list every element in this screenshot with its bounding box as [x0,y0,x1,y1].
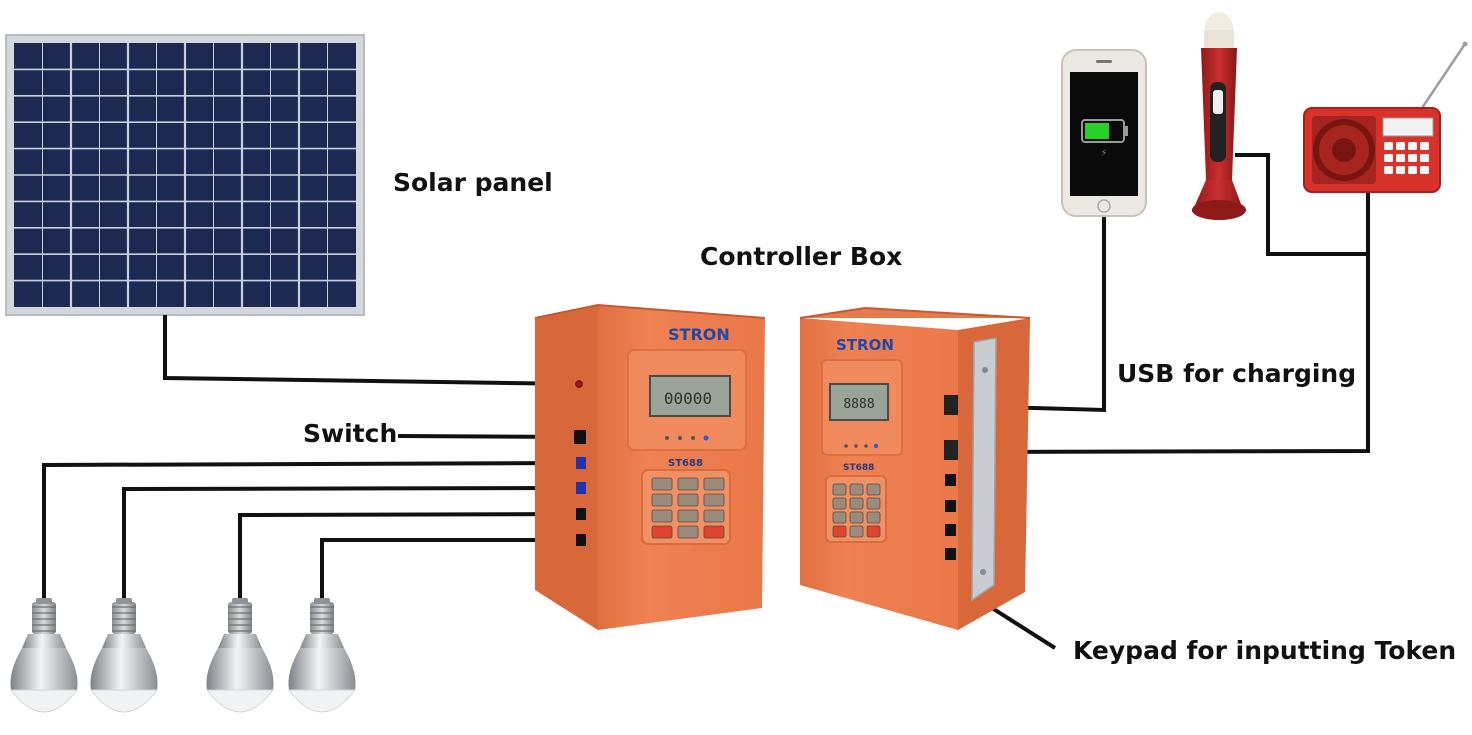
usb-port-1 [944,395,958,415]
keypad-key [677,509,699,523]
lcd-screen-side [829,383,889,421]
radio-key [1384,166,1393,174]
svg-text:⚡: ⚡ [1100,148,1107,159]
keypad-key [849,483,864,496]
dc-port-3 [945,524,956,536]
lcd-digits-front: 00000 [664,389,712,408]
solar-input-port [575,380,583,388]
usb-charging-label: USB for charging [1117,359,1357,388]
smartphone: ⚡ [1061,49,1147,217]
keypad-key [866,525,881,538]
keypad-key [651,493,673,507]
light-port-2 [576,482,586,494]
keypad-label: Keypad for inputting Token [1073,636,1457,665]
radio-key [1408,142,1417,150]
radio-keypad [1384,142,1429,174]
keypad-key [703,477,725,491]
keypad-key [866,483,881,496]
brand-logo-side: STRON [836,336,894,354]
model-label-side: ST688 [843,463,874,473]
wire-bulb-3 [238,512,581,602]
wire-radio-usb [964,192,1370,454]
flashlight [1192,12,1246,220]
dc-port-2 [945,500,956,512]
keypad-key [832,483,847,496]
keypad-key [866,511,881,524]
wire-bulb-4 [320,538,580,602]
light-bulb-1 [9,598,79,713]
keypad-key [651,477,673,491]
usb-port-2 [944,440,958,460]
controller-box-label: Controller Box [700,242,903,271]
radio-key [1396,142,1405,150]
controller-box-side: STRON 8888 ST688 [799,306,1031,630]
keypad-key [849,511,864,524]
dc-port-1 [945,474,956,486]
radio [1303,41,1468,193]
wire-bulb-2 [122,486,581,602]
keypad-key [651,525,673,539]
wire-bulb-1 [42,461,581,602]
keypad-key [832,511,847,524]
model-label-front: ST688 [668,458,703,469]
keypad-key [703,525,725,539]
keypad-key [677,493,699,507]
keypad-key [849,497,864,510]
light-port-3 [576,508,586,520]
lcd-screen-front [649,375,731,417]
radio-key [1420,142,1429,150]
radio-key [1384,142,1393,150]
light-bulbs [9,598,357,713]
solar-panel-label: Solar panel [393,168,553,197]
controller-box-front: STRON 00000 ST688 [534,303,766,630]
solar-panel [5,34,365,316]
keypad-key [832,497,847,510]
keypad-key [866,497,881,510]
keypad-key [651,509,673,523]
light-bulb-2 [89,598,159,713]
keypad-key [677,525,699,539]
power-switch [574,430,586,444]
radio-key [1396,154,1405,162]
keypad-key [703,493,725,507]
switch-label: Switch [303,419,398,448]
radio-key [1420,166,1429,174]
radio-key [1408,154,1417,162]
keypad-keys-front [651,477,725,539]
wire-torch [1235,153,1368,256]
keypad-key [677,477,699,491]
light-port-1 [576,457,586,469]
radio-key [1396,166,1405,174]
radio-key [1384,154,1393,162]
light-bulb-4 [287,598,357,713]
light-port-4 [576,534,586,546]
keypad-keys-side [832,483,881,538]
keypad-key [703,509,725,523]
radio-key [1420,154,1429,162]
keypad-key [832,525,847,538]
metal-handle [971,337,997,602]
solar-panel-grid [14,43,356,307]
radio-key [1408,166,1417,174]
battery-icon [1081,119,1128,143]
brand-logo-front: STRON [668,325,730,344]
lcd-digits-side: 8888 [843,397,874,412]
keypad-key [849,525,864,538]
light-bulb-3 [205,598,275,713]
dc-port-4 [945,548,956,560]
wire-solar-to-controller [163,315,581,386]
